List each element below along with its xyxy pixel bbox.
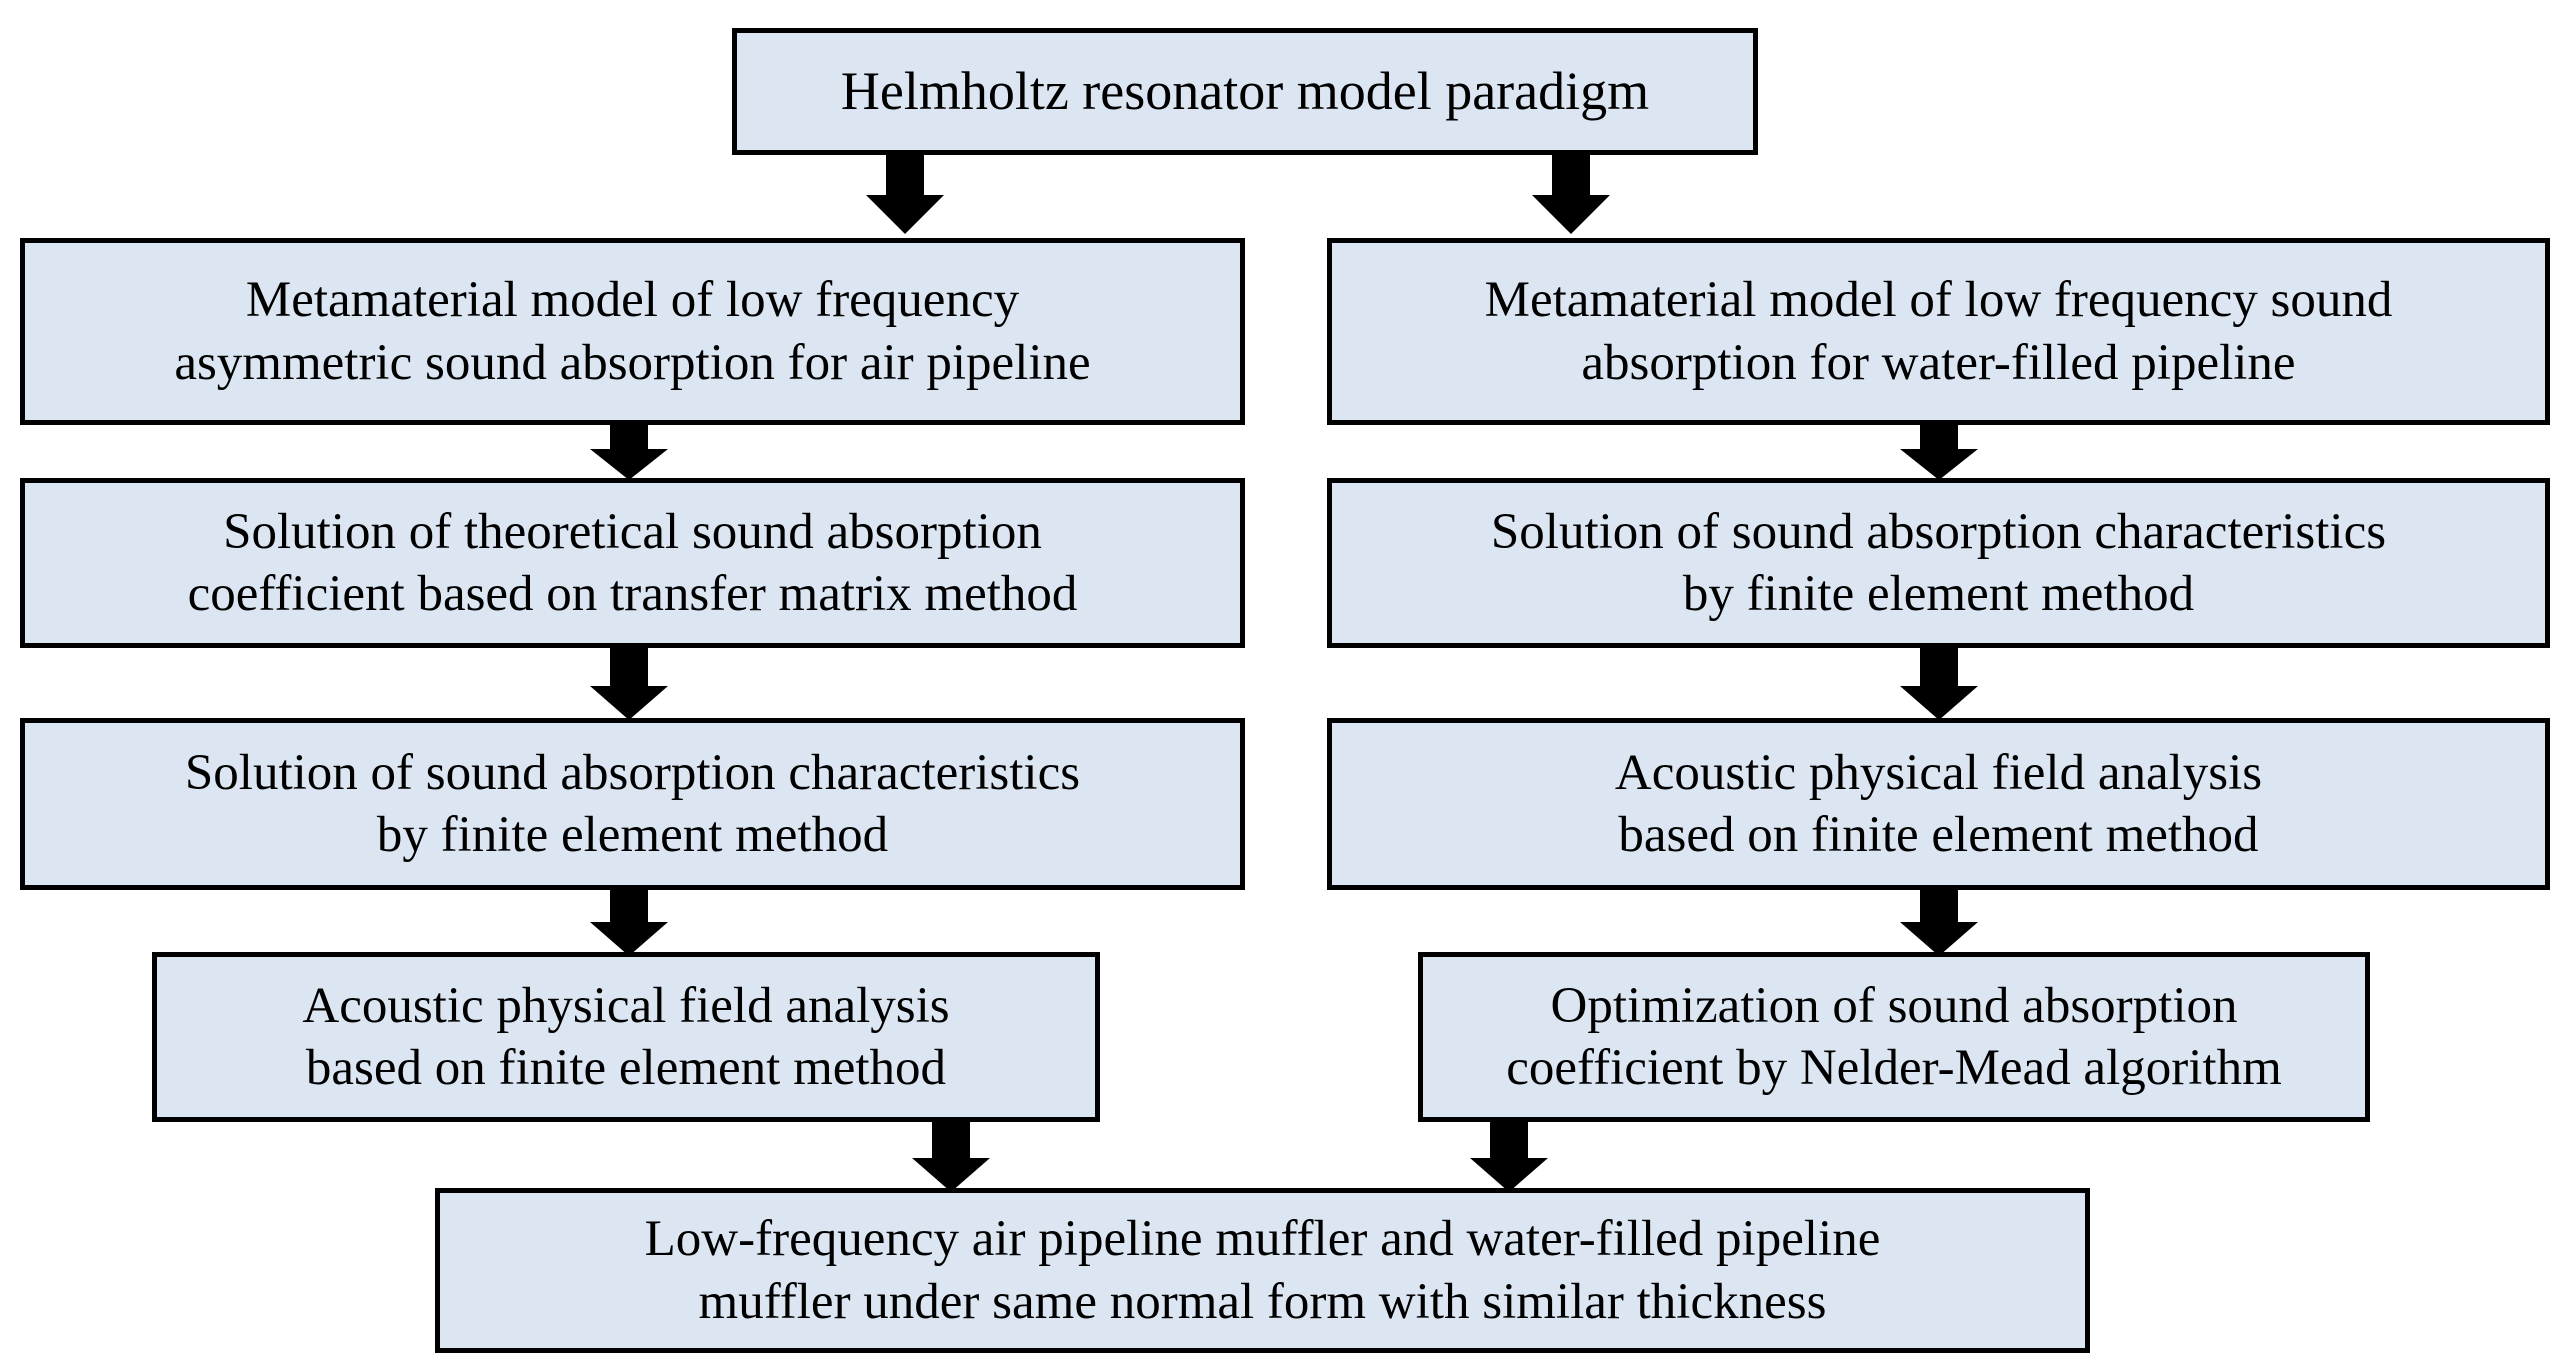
node-right-2[interactable]: Solution of sound absorption characteris…	[1327, 478, 2550, 648]
node-result[interactable]: Low-frequency air pipeline muffler and w…	[435, 1188, 2090, 1353]
node-right-3[interactable]: Acoustic physical field analysis based o…	[1327, 718, 2550, 890]
node-left-3-label: Solution of sound absorption characteris…	[184, 744, 1081, 863]
node-root[interactable]: Helmholtz resonator model paradigm	[732, 28, 1758, 155]
arrow-left-1-to-left-2	[590, 425, 668, 480]
node-right-4-label: Optimization of sound absorption coeffic…	[1506, 977, 2282, 1096]
arrow-right-4-to-result	[1470, 1122, 1548, 1192]
arrow-right-1-to-right-2	[1900, 425, 1978, 480]
arrow-right-3-to-right-4	[1900, 890, 1978, 956]
node-left-2[interactable]: Solution of theoretical sound absorption…	[20, 478, 1245, 648]
arrow-left-4-to-result	[912, 1122, 990, 1192]
arrow-root-to-left-1	[866, 150, 944, 234]
node-left-1-label: Metamaterial model of low frequency asym…	[174, 272, 1091, 391]
node-root-label: Helmholtz resonator model paradigm	[840, 60, 1650, 121]
arrow-left-2-to-left-3	[590, 648, 668, 720]
arrow-root-to-right-1	[1532, 150, 1610, 234]
node-right-2-label: Solution of sound absorption characteris…	[1490, 503, 2387, 622]
node-result-label: Low-frequency air pipeline muffler and w…	[644, 1211, 1881, 1330]
node-left-4[interactable]: Acoustic physical field analysis based o…	[152, 952, 1100, 1122]
node-left-1[interactable]: Metamaterial model of low frequency asym…	[20, 238, 1245, 425]
arrow-left-3-to-left-4	[590, 890, 668, 956]
node-left-4-label: Acoustic physical field analysis based o…	[302, 977, 950, 1096]
node-right-4[interactable]: Optimization of sound absorption coeffic…	[1418, 952, 2370, 1122]
node-right-1-label: Metamaterial model of low frequency soun…	[1484, 272, 2393, 391]
node-right-1[interactable]: Metamaterial model of low frequency soun…	[1327, 238, 2550, 425]
node-left-2-label: Solution of theoretical sound absorption…	[187, 503, 1078, 622]
arrow-right-2-to-right-3	[1900, 648, 1978, 720]
node-right-3-label: Acoustic physical field analysis based o…	[1614, 744, 2263, 863]
node-left-3[interactable]: Solution of sound absorption characteris…	[20, 718, 1245, 890]
